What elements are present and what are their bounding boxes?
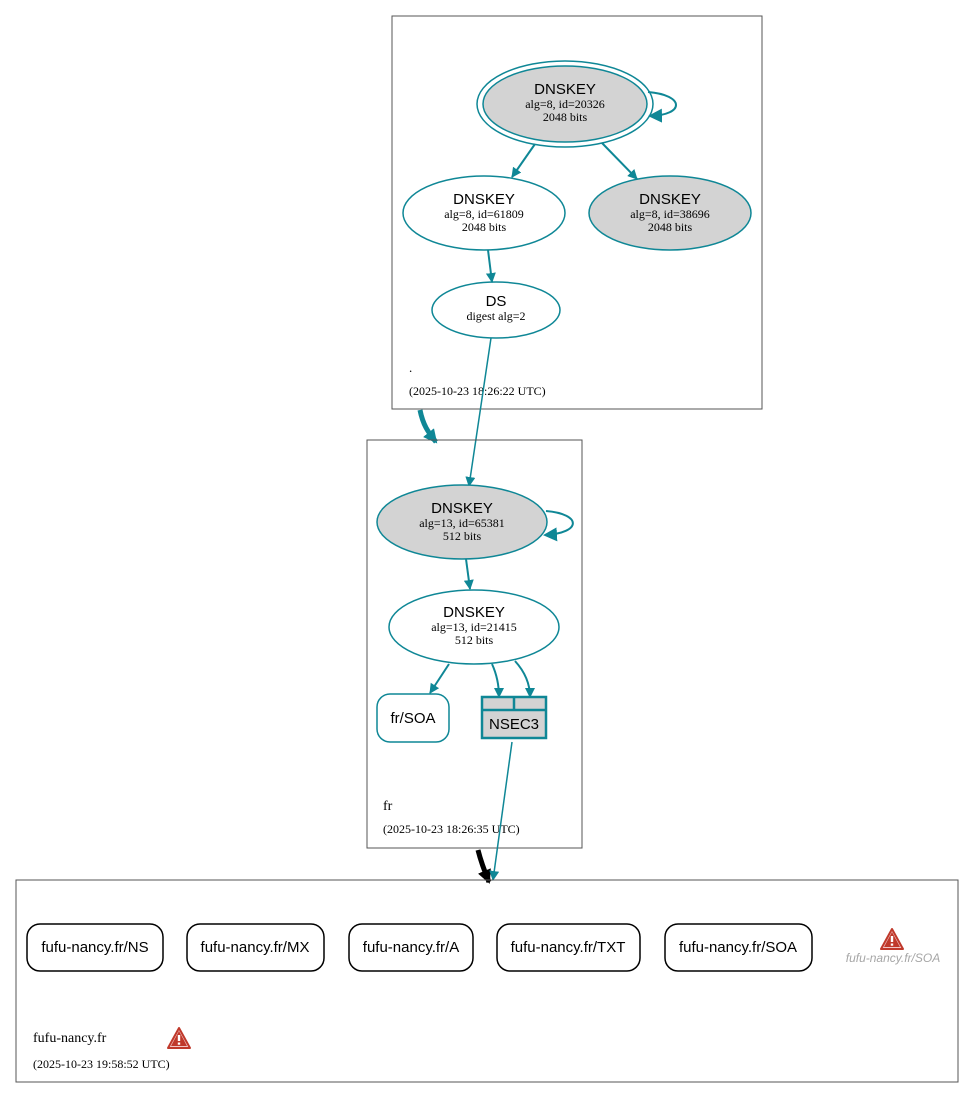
node-fr-ksk[interactable]: DNSKEY alg=13, id=65381 512 bits [376,484,548,560]
node-fr-nsec3-label: NSEC3 [489,716,539,733]
node-fr-soa-label: fr/SOA [390,710,435,727]
zone-root-name: . [409,360,412,375]
edge-nsec3-to-fufu [489,741,513,881]
warning-triangle-icon [167,1027,191,1049]
rrset-txt[interactable]: fufu-nancy.fr/TXT [496,923,641,972]
edge-fr-ksk-to-zsk [463,558,474,590]
node-root-ds-line1: digest alg=2 [466,309,525,323]
edge-fr-zsk-to-nsec3-a [491,663,504,698]
node-fr-ksk-title: DNSKEY [431,500,493,517]
node-fr-ksk-line2: 512 bits [443,529,482,543]
edge-fr-zsk-to-soa [429,663,450,694]
zone-fr-box [366,439,583,849]
rrset-mx-label: fufu-nancy.fr/MX [201,939,310,956]
node-root-ksk-line1: alg=8, id=20326 [525,97,605,111]
zone-fufu-box [15,879,959,1083]
node-root-ksk-title: DNSKEY [534,81,596,98]
node-fr-zsk-line1: alg=13, id=21415 [431,620,517,634]
node-root-zsk-38696[interactable]: DNSKEY alg=8, id=38696 2048 bits [588,175,752,251]
zone-root-box [391,15,763,410]
node-root-ksk-line2: 2048 bits [543,110,588,124]
zone-fr-name: fr [383,799,393,814]
edge-ds-to-fr-ksk [465,337,492,487]
node-fr-zsk-line2: 512 bits [455,633,494,647]
rrset-a[interactable]: fufu-nancy.fr/A [348,923,474,972]
delegation-root-to-fr [417,409,438,444]
warning-triangle-icon [880,928,904,950]
node-root-zsk2-line1: alg=8, id=38696 [630,207,710,221]
zone-fufu: fufu-nancy.fr (2025-10-23 19:58:52 UTC) [15,879,959,1083]
rrset-txt-label: fufu-nancy.fr/TXT [511,939,626,956]
node-fr-soa[interactable]: fr/SOA [376,693,450,743]
rrset-soa-warning-label: fufu-nancy.fr/SOA [846,951,940,965]
zone-fufu-timestamp: (2025-10-23 19:58:52 UTC) [33,1057,170,1071]
node-root-zsk1-line1: alg=8, id=61809 [444,207,524,221]
edge-ksk-to-zsk2 [601,142,638,180]
node-fr-nsec3[interactable]: NSEC3 [480,695,548,740]
edge-zsk1-to-ds [485,249,496,283]
rrset-soa-warning[interactable]: fufu-nancy.fr/SOA [846,928,940,965]
node-root-ds-title: DS [486,293,507,310]
node-root-ksk[interactable]: DNSKEY alg=8, id=20326 2048 bits [476,60,654,148]
zone-root-timestamp: (2025-10-23 18:26:22 UTC) [409,384,546,398]
rrset-soa-label: fufu-nancy.fr/SOA [679,939,797,956]
node-root-zsk-61809[interactable]: DNSKEY alg=8, id=61809 2048 bits [402,175,566,251]
node-root-zsk2-line2: 2048 bits [648,220,693,234]
rrset-ns[interactable]: fufu-nancy.fr/NS [26,923,164,972]
node-fr-ksk-line1: alg=13, id=65381 [419,516,505,530]
node-root-ds[interactable]: DS digest alg=2 [431,281,561,339]
rrset-soa[interactable]: fufu-nancy.fr/SOA [664,923,813,972]
node-root-zsk2-title: DNSKEY [639,191,701,208]
zone-root: . (2025-10-23 18:26:22 UTC) [391,15,763,410]
rrset-ns-label: fufu-nancy.fr/NS [41,939,148,956]
zone-fr: fr (2025-10-23 18:26:35 UTC) [366,439,583,849]
node-root-zsk1-line2: 2048 bits [462,220,507,234]
zone-fufu-name: fufu-nancy.fr [33,1031,107,1046]
node-fr-zsk-title: DNSKEY [443,604,505,621]
edge-fr-ksk-selfsign [543,510,574,542]
zone-fr-timestamp: (2025-10-23 18:26:35 UTC) [383,822,520,836]
edge-fr-zsk-to-nsec3-b [514,660,535,698]
node-fr-zsk[interactable]: DNSKEY alg=13, id=21415 512 bits [388,589,560,665]
rrset-mx[interactable]: fufu-nancy.fr/MX [186,923,325,972]
edge-root-ksk-selfsign [647,91,677,123]
edge-ksk-to-zsk1 [511,143,536,178]
delegation-fr-to-fufu [475,849,492,884]
rrset-a-label: fufu-nancy.fr/A [363,939,459,956]
node-root-zsk1-title: DNSKEY [453,191,515,208]
